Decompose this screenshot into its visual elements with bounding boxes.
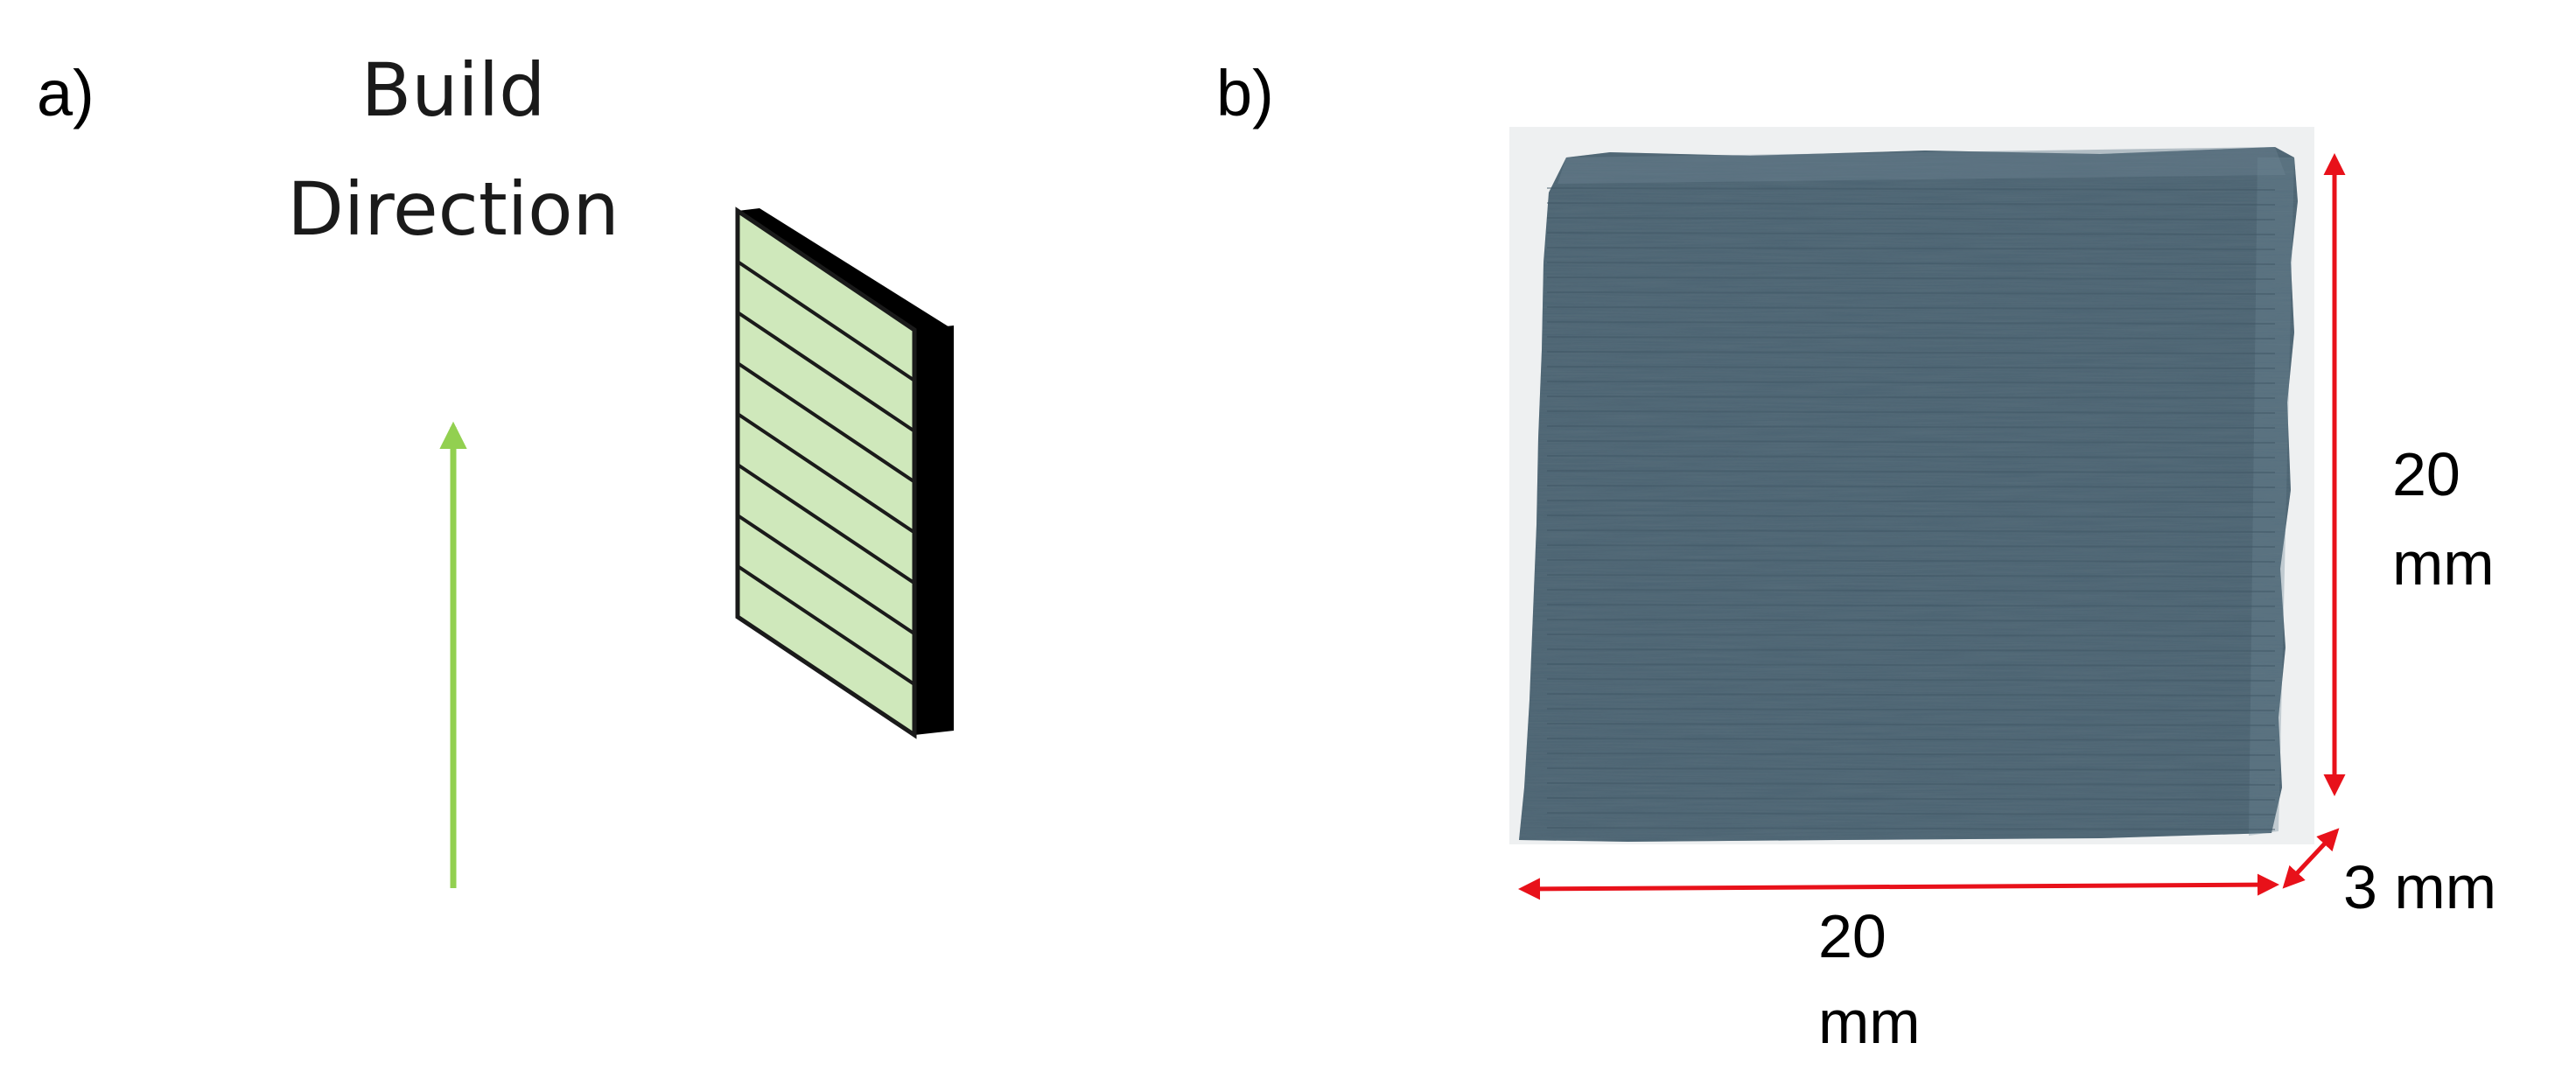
specimen-print-line [1546,634,2276,637]
height-unit-label: mm [2392,529,2495,598]
specimen-print-line [1546,544,2276,548]
layered-specimen-schematic [735,206,954,739]
build-direction-title-line1: Build [361,47,546,133]
layer-line [736,412,916,535]
specimen-print-line [1546,678,2276,682]
specimen-print-line [1546,470,2276,473]
specimen-top-highlight [1558,147,2286,184]
layer-line [736,514,916,635]
specimen-print-line [1546,366,2276,369]
thickness-dimension-arrow [2282,828,2340,889]
specimen-print-line [1546,440,2276,444]
specimen-print-line [1546,425,2276,429]
specimen-print-line [1546,514,2276,518]
specimen-print-line [1546,589,2276,592]
specimen-top-edge [738,208,954,330]
specimen-print-line [1546,752,2276,756]
specimen-print-line [1546,202,2276,206]
specimen-print-line [1546,351,2276,354]
specimen-print-line [1546,276,2276,280]
width-dimension-arrow [1518,873,2279,900]
specimen-print-line [1546,782,2276,786]
panel-a: a) Build Direction [37,47,954,888]
specimen-print-line [1546,247,2276,250]
specimen-print-line [1546,529,2276,533]
specimen-print-line [1546,381,2276,384]
specimen-print-line [1546,262,2276,265]
specimen-print-line [1546,485,2276,488]
specimen-print-line [1546,738,2276,741]
specimen-print-line [1546,827,2276,830]
specimen-print-line [1546,693,2276,696]
specimen-print-line [1546,455,2276,458]
specimen-print-line [1546,812,2276,816]
specimen-print-line [1546,321,2276,325]
specimen-print-line [1546,663,2276,667]
layer-line [736,311,916,433]
layer-line [736,463,916,585]
height-value-label: 20 [2392,440,2460,508]
specimen-print-line [1546,217,2276,220]
specimen-print-line [1546,559,2276,563]
specimen-right-highlight [2249,158,2294,836]
specimen-side-face [914,326,954,735]
specimen-print-line [1546,797,2276,801]
specimen-layer-lines [1546,187,2276,830]
width-unit-label: mm [1818,988,1921,1056]
layer-line [736,260,916,382]
specimen-grain-texture [1519,147,2298,842]
specimen-print-line [1546,336,2276,340]
specimen-print-line [1546,648,2276,652]
layer-line [736,564,916,686]
specimen-print-line [1546,306,2276,310]
specimen-print-line [1546,187,2276,191]
layer-lines [736,260,916,686]
specimen-print-line [1546,500,2276,503]
specimen-print-line [1546,410,2276,414]
specimen-print-line [1546,396,2276,399]
specimen-print-line [1546,619,2276,622]
panel-b-label: b) [1216,57,1274,130]
thickness-label: 3 mm [2343,853,2496,921]
specimen-print-line [1546,574,2276,578]
layer-line [736,361,916,484]
specimen-print-line [1546,232,2276,235]
specimen-photo [1519,147,2298,842]
specimen-print-line [1546,291,2276,295]
specimen-print-line [1546,604,2276,607]
specimen-print-line [1546,767,2276,771]
panel-a-label: a) [37,57,94,130]
width-value-label: 20 [1818,902,1886,970]
specimen-print-line [1546,723,2276,726]
panel-b: b) 20 mm 20 mm 3 mm [1216,57,2496,1056]
specimen-print-line [1546,708,2276,711]
build-direction-title-line2: Direction [287,166,619,252]
